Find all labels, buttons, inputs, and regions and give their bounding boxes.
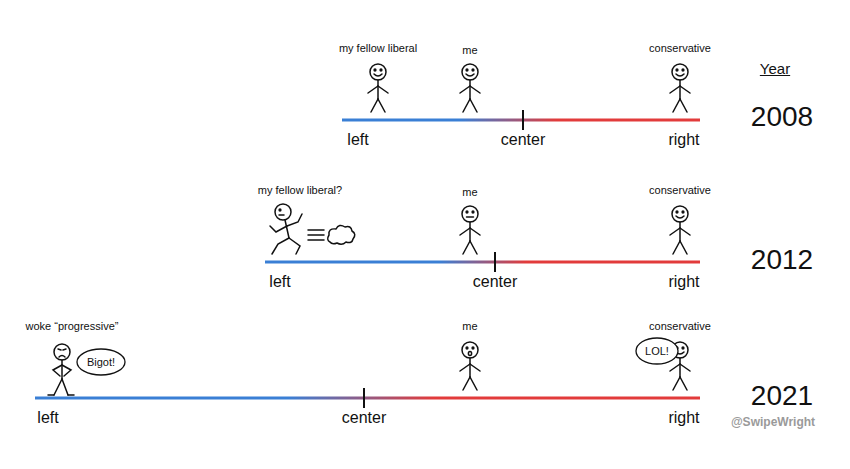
axis-label: center <box>342 409 386 427</box>
speech-bubble: Bigot! <box>76 348 126 376</box>
bubble-text: LOL! <box>645 345 669 357</box>
axis-label: right <box>668 273 699 291</box>
figure-label: me <box>462 44 477 56</box>
figure-label: my fellow liberal? <box>258 184 342 196</box>
axis-label: right <box>668 409 699 427</box>
figure-label: woke “progressive” <box>26 320 119 332</box>
figure-label: Year <box>760 61 790 78</box>
stick-figure <box>460 342 480 390</box>
stick-figure <box>460 64 480 112</box>
axis-label: center <box>501 131 545 149</box>
axis-label: left <box>37 409 58 427</box>
figure-label: conservative <box>649 42 711 54</box>
figure-label: me <box>462 186 477 198</box>
stick-figure <box>368 64 388 112</box>
axis-label: left <box>347 131 368 149</box>
speech-bubble: LOL! <box>635 337 679 365</box>
axis-label: right <box>668 131 699 149</box>
stick-figure <box>48 344 74 395</box>
stick-figure <box>670 206 690 254</box>
year-label: 2012 <box>751 245 813 276</box>
year-label: 2021 <box>751 381 813 412</box>
stick-figure <box>670 64 690 112</box>
year-label: 2008 <box>751 102 813 133</box>
axis-label: center <box>473 273 517 291</box>
figure-label: conservative <box>649 320 711 332</box>
figure-label: my fellow liberal <box>339 42 417 54</box>
stick-figure <box>460 206 480 254</box>
running-figure <box>270 204 355 254</box>
axis-label: left <box>269 273 290 291</box>
figure-label: @SwipeWright <box>731 416 815 429</box>
figure-label: conservative <box>649 184 711 196</box>
bubble-text: Bigot! <box>87 356 115 368</box>
spectrum-axis <box>35 110 700 408</box>
figure-label: me <box>462 320 477 332</box>
stick-figures <box>48 64 690 395</box>
